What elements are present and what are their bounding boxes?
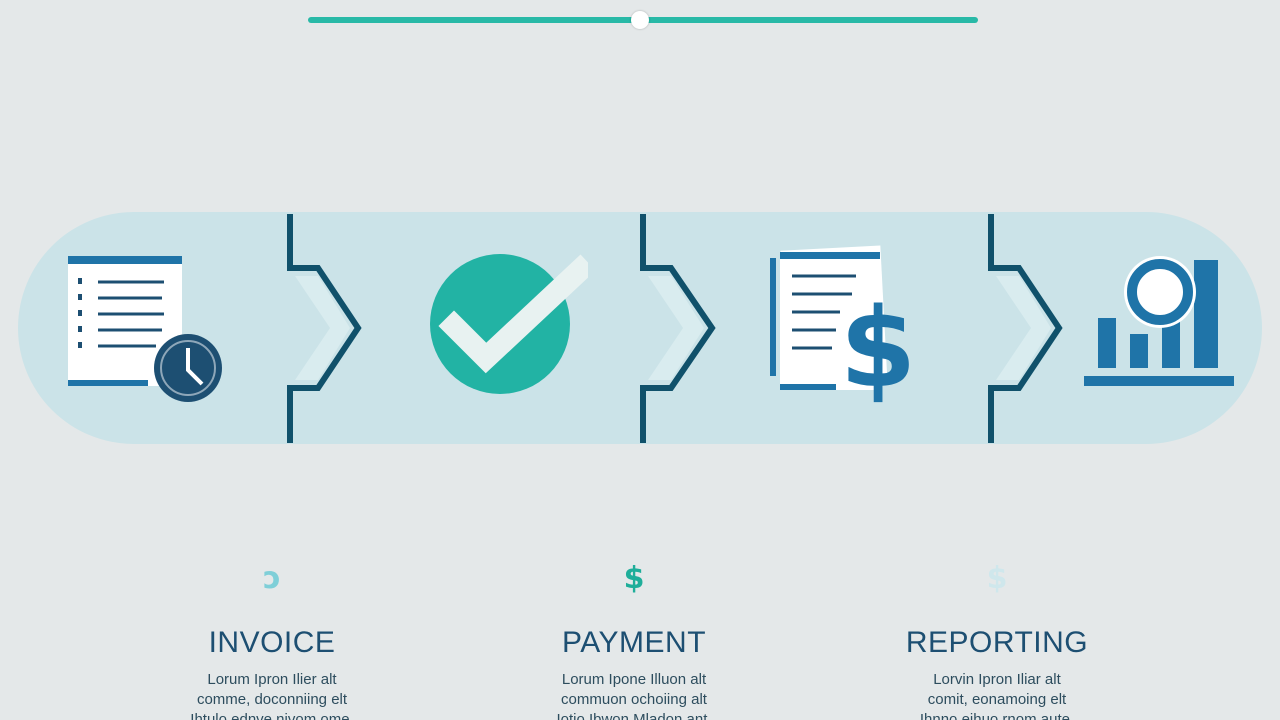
step-title: PAYMENT — [561, 626, 707, 659]
svg-text:$: $ — [840, 284, 916, 410]
step-reporting: $ REPORTING Lorvin Ipron Iliar alt comit… — [867, 560, 1127, 720]
step-title: INVOICE — [208, 626, 336, 659]
partial-dollar-icon: ɔ — [263, 561, 281, 596]
step-description: Lorvin Ipron Iliar alt comit, eonamoing … — [919, 671, 1075, 720]
slider-thumb[interactable] — [631, 11, 649, 29]
faded-dollar-icon: $ — [986, 561, 1008, 596]
step-invoice: ɔ INVOICE Lorum Ipron Ilier alt comme, d… — [142, 560, 402, 720]
progress-slider[interactable] — [308, 11, 978, 31]
step-description: Lorum Ipron Ilier alt comme, doconniing … — [190, 671, 354, 720]
reporting-bar-chart-icon — [1084, 256, 1234, 386]
step-payment: $ PAYMENT Lorum Ipone Illuon alt commuon… — [504, 560, 764, 720]
step-description: Lorum Ipone Illuon alt commuon ochoiing … — [556, 671, 712, 720]
invoice-document-clock-icon — [68, 256, 222, 402]
payment-document-dollar-icon: $ — [770, 245, 916, 410]
step-title: REPORTING — [905, 626, 1089, 659]
checkmark-circle-icon — [430, 254, 588, 394]
dollar-icon: $ — [623, 561, 645, 596]
